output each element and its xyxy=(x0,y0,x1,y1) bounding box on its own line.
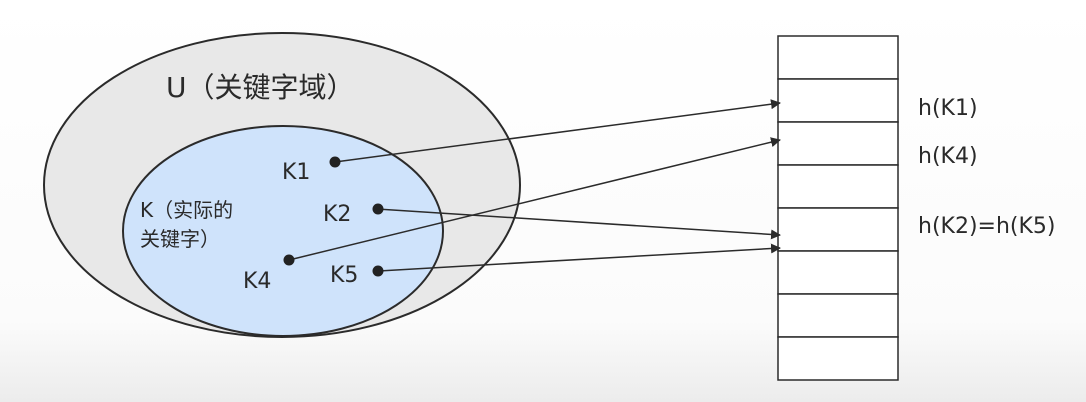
k1-dot xyxy=(329,156,341,168)
key-label-k2: K2 xyxy=(323,202,352,227)
hash-table xyxy=(777,35,899,381)
hash-label-k4: h(K4) xyxy=(918,144,978,169)
k2-dot xyxy=(372,203,384,215)
k5-dot xyxy=(372,265,384,277)
hash-slot xyxy=(777,35,899,80)
key-label-k1: K1 xyxy=(282,160,311,185)
hash-slot xyxy=(777,207,899,252)
key-label-k4: K4 xyxy=(243,269,272,294)
arrow-k4-to-slot xyxy=(288,137,781,261)
hash-slot xyxy=(777,78,899,123)
hash-label-k1: h(K1) xyxy=(918,96,978,121)
arrow-k2-to-slot xyxy=(377,208,781,240)
actual-keys-label-line1: K（实际的 xyxy=(140,198,234,222)
mapping-arrows xyxy=(288,99,781,272)
hash-slot xyxy=(777,293,899,338)
universe-label: U（关键字域） xyxy=(166,71,355,104)
actual-keys-label-line2: 关键字） xyxy=(140,227,220,251)
actual-keys-ellipse xyxy=(122,125,444,337)
hash-label-k2-k5: h(K2)=h(K5) xyxy=(918,214,1056,239)
arrow-k1-to-slot xyxy=(334,99,781,163)
hash-slot xyxy=(777,164,899,209)
key-label-k5: K5 xyxy=(330,263,359,288)
k4-dot xyxy=(283,254,295,266)
arrow-k5-to-slot xyxy=(377,243,781,272)
hash-slot xyxy=(777,336,899,381)
hash-slot xyxy=(777,121,899,166)
hash-slot xyxy=(777,250,899,295)
